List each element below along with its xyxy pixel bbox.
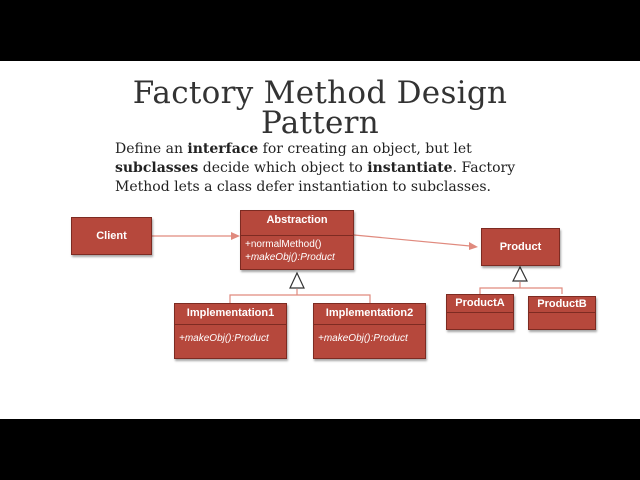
implementation2-divider xyxy=(314,324,425,325)
implementation1-op-make-obj: +makeObj():Product xyxy=(179,333,269,344)
inherit-triangle-abstraction xyxy=(289,271,305,289)
slide-title-line2: Pattern xyxy=(260,105,380,141)
product-class-box: Product xyxy=(481,228,560,266)
inherit-branches-products xyxy=(479,287,563,294)
desc-text-4: . Factory Method lets a class defer inst… xyxy=(115,160,516,195)
desc-text-2: for creating an object, but let xyxy=(258,141,472,157)
inherit-triangle-product xyxy=(512,265,528,282)
abstraction-op-normal-method: +normalMethod() xyxy=(245,239,322,250)
implementation1-class-box: Implementation1 +makeObj():Product xyxy=(174,303,287,359)
desc-bold-subclasses: subclasses xyxy=(115,160,199,176)
implementation1-class-name: Implementation1 xyxy=(186,307,275,319)
desc-text-3: decide which object to xyxy=(198,160,368,176)
slide-title-line1: Factory Method Design xyxy=(132,75,508,111)
productb-divider xyxy=(529,312,595,313)
implementation1-divider xyxy=(175,324,286,325)
abstraction-class-name: Abstraction xyxy=(266,214,328,226)
implementation2-op-make-obj: +makeObj():Product xyxy=(318,333,408,344)
productb-class-box: ProductB xyxy=(528,296,596,330)
diagram-connectors xyxy=(152,232,563,303)
productb-class-name: ProductB xyxy=(537,298,587,310)
desc-bold-instantiate: instantiate xyxy=(367,160,453,176)
client-class-box: Client xyxy=(71,217,152,255)
arrowhead-product xyxy=(469,242,478,250)
desc-bold-interface: interface xyxy=(187,141,259,157)
product-class-name: Product xyxy=(499,241,542,253)
arrowhead-abstraction xyxy=(231,232,240,240)
desc-text-1: Define an xyxy=(115,141,188,157)
implementation2-class-name: Implementation2 xyxy=(325,307,414,319)
inherit-branches-impl xyxy=(229,294,371,303)
abstraction-class-box: Abstraction +normalMethod() +makeObj():P… xyxy=(240,210,354,270)
producta-class-box: ProductA xyxy=(446,294,514,330)
slide: Factory Method Design Pattern Define an … xyxy=(0,61,640,419)
producta-divider xyxy=(447,312,513,313)
abstraction-op-make-obj: +makeObj():Product xyxy=(245,252,335,263)
abstraction-divider xyxy=(241,235,353,236)
producta-class-name: ProductA xyxy=(455,297,505,309)
implementation2-class-box: Implementation2 +makeObj():Product xyxy=(313,303,426,359)
client-class-name: Client xyxy=(96,230,127,242)
abstraction-to-product-arrow xyxy=(353,234,471,247)
description: Define an interface for creating an obje… xyxy=(115,140,535,197)
